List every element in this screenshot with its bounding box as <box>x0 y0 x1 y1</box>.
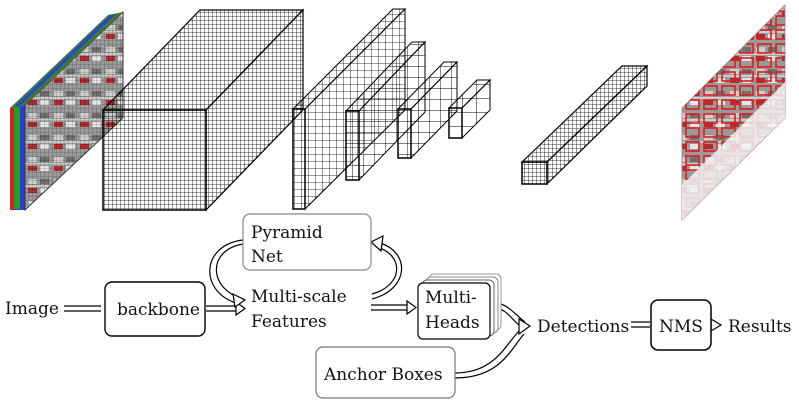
multi-scale-features-label-2: Features <box>251 312 327 332</box>
pyramid-level-4 <box>447 78 492 140</box>
image-label: Image <box>5 299 59 319</box>
multi-heads-label-1: Multi- <box>425 288 477 308</box>
pyramid-net-label-2: Net <box>251 247 283 267</box>
nms-box <box>650 299 712 351</box>
multi-scale-features-label-1: Multi-scale <box>251 287 347 307</box>
results-label: Results <box>728 317 792 337</box>
backbone-label: backbone <box>117 300 200 320</box>
multi-heads-label-2: Heads <box>425 313 480 333</box>
pyramid-net-label-1: Pyramid <box>251 223 323 243</box>
head-output-tensor <box>520 64 649 186</box>
input-image-illustration <box>10 10 124 212</box>
flow-arrows <box>64 234 723 379</box>
anchor-boxes-label: Anchor Boxes <box>323 365 443 385</box>
pyramid-net-box <box>242 213 372 271</box>
multi-heads-stack <box>417 273 502 340</box>
backbone-box <box>104 281 206 337</box>
detections-label: Detections <box>537 317 629 337</box>
pyramid-level-3 <box>396 60 459 160</box>
backbone-feature-block <box>101 8 305 212</box>
nms-label: NMS <box>659 317 703 337</box>
anchor-boxes-box <box>315 346 456 399</box>
output-image-illustration <box>681 4 786 221</box>
